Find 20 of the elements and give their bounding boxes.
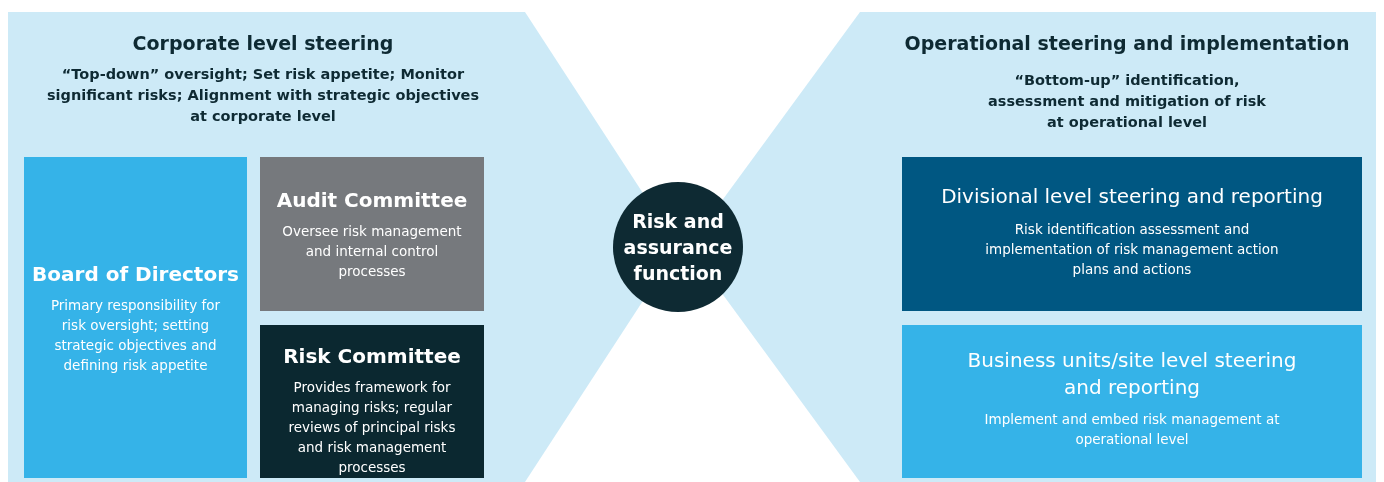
committee-box: [260, 325, 484, 478]
box-description: Implement and embed risk management at operational level: [983, 410, 1281, 449]
box-heading: Business units/site level steering and reporting: [966, 347, 1298, 401]
panel-description: “Bottom-up” identification, assessment and mitigation of risk at operational level: [987, 71, 1267, 132]
box-description: Oversee risk management and internal control processes: [281, 222, 463, 281]
circle-label: Risk and assurance function: [623, 209, 733, 286]
committee-box: [260, 157, 484, 311]
box-description: Provides framework for managing risks; regular reviews of principal risks and risk management processes: [287, 378, 457, 477]
panel-heading: Operational steering and implementation: [903, 31, 1351, 56]
panel-description: “Top-down” oversight; Set risk appetite; Monitor significant risks; Alignment with strategic objectives at corporate level: [45, 65, 481, 126]
box-heading: Board of Directors: [31, 261, 240, 288]
box-description: Risk identification assessment and implementation of risk management action plans and actions: [984, 220, 1280, 279]
panel-heading: Corporate level steering: [131, 31, 395, 56]
box-description: Primary responsibility for risk oversight; setting strategic objectives and defining risk appetite: [49, 296, 222, 375]
steering-box: [902, 325, 1362, 478]
box-heading: Audit Committee: [275, 187, 469, 214]
box-heading: Risk Committee: [282, 343, 462, 370]
box-heading: Divisional level steering and reporting: [940, 183, 1324, 210]
steering-box: [902, 157, 1362, 311]
board-box: [24, 157, 247, 478]
